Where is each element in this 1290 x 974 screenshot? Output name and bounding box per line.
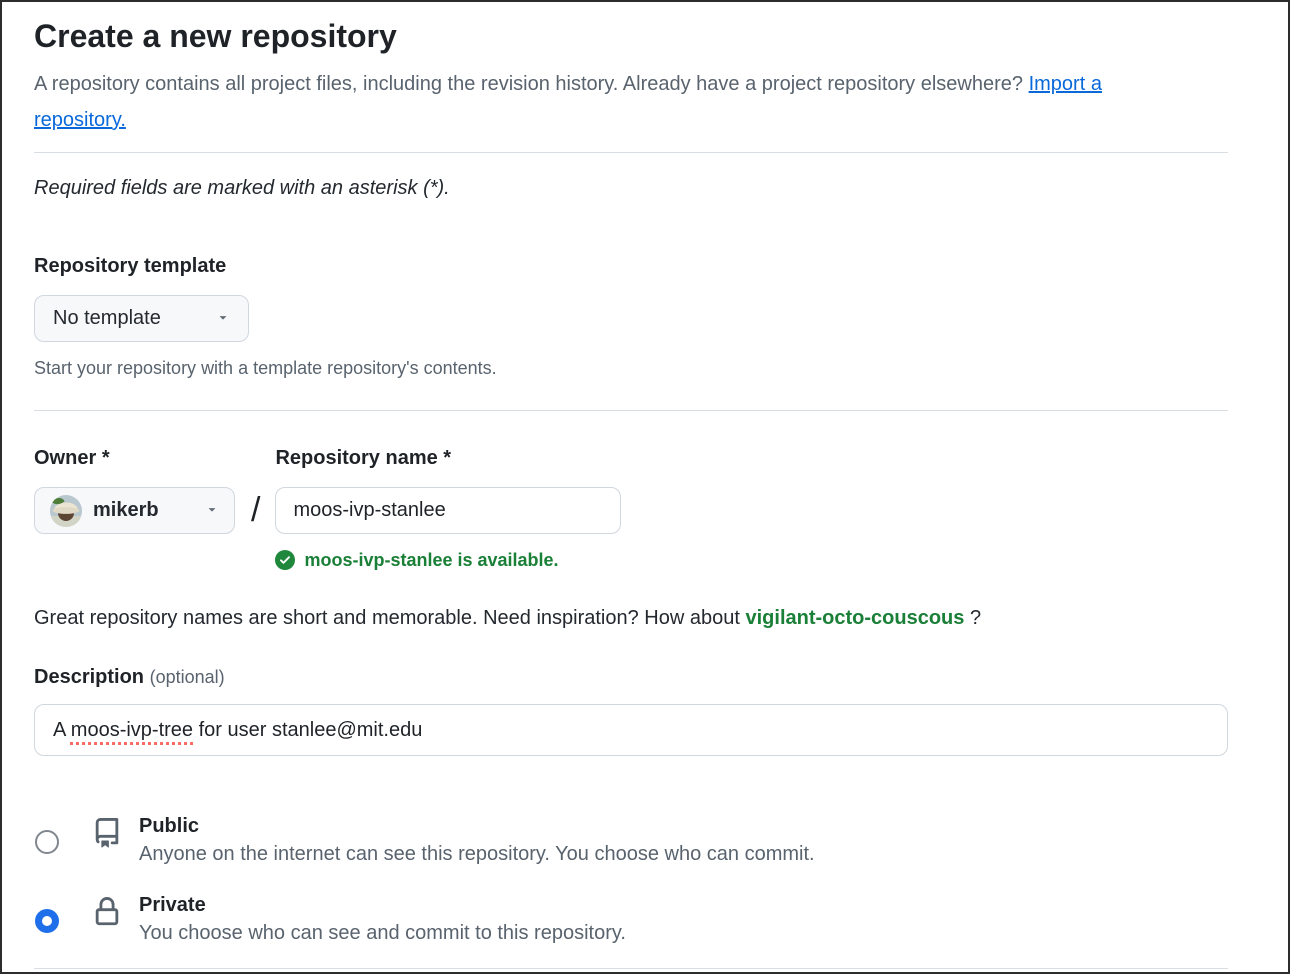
required-asterisk: * xyxy=(101,447,110,469)
divider xyxy=(34,410,1228,411)
public-option-label: Public xyxy=(139,815,200,837)
template-select-button[interactable]: No template xyxy=(34,295,249,342)
owner-select-value: mikerb xyxy=(93,499,159,521)
repository-name-label: Repository name * xyxy=(275,447,452,469)
description-label: Description (optional) xyxy=(34,666,225,688)
private-option-description: You choose who can see and commit to thi… xyxy=(139,922,626,944)
public-radio[interactable] xyxy=(35,830,59,854)
visibility-option-private[interactable]: Private You choose who can see and commi… xyxy=(34,892,1228,948)
misspelled-word: moos-ivp-tree xyxy=(70,718,194,741)
suggested-repo-name[interactable]: vigilant-octo-couscous xyxy=(745,607,965,629)
intro-text: A repository contains all project files,… xyxy=(34,66,1189,138)
intro-sentence: A repository contains all project files,… xyxy=(34,73,1024,95)
description-input[interactable]: A moos-ivp-tree for user stanlee@mit.edu xyxy=(34,704,1228,756)
repo-book-icon xyxy=(92,818,122,853)
repository-name-input[interactable] xyxy=(275,487,622,534)
owner-select-button[interactable]: mikerb xyxy=(34,487,235,534)
visibility-option-public[interactable]: Public Anyone on the internet can see th… xyxy=(34,813,1228,869)
template-helper-text: Start your repository with a template re… xyxy=(34,358,497,378)
owner-repo-section: Owner * mikerb xyxy=(34,446,1228,571)
lock-icon xyxy=(92,897,122,932)
repo-name-column: Repository name * moos-ivp-stanlee is av… xyxy=(275,446,622,571)
chevron-down-icon xyxy=(205,499,219,522)
required-fields-note: Required fields are marked with an aster… xyxy=(34,177,450,199)
name-suggestion: Great repository names are short and mem… xyxy=(34,607,982,629)
description-section: Description (optional) A moos-ivp-tree f… xyxy=(34,665,1228,756)
availability-status: moos-ivp-stanlee is available. xyxy=(275,549,621,571)
optional-note: (optional) xyxy=(149,667,225,687)
private-radio[interactable] xyxy=(35,909,59,933)
page-title: Create a new repository xyxy=(34,18,397,54)
required-asterisk: * xyxy=(443,447,452,469)
divider xyxy=(34,152,1228,153)
availability-message: moos-ivp-stanlee is available. xyxy=(304,550,559,570)
check-circle-icon xyxy=(275,550,296,570)
create-repository-page: Create a new repository A repository con… xyxy=(2,16,1288,969)
repository-template-label: Repository template xyxy=(34,255,227,277)
owner-repo-separator: / xyxy=(251,491,261,529)
repository-template-section: Repository template No template Start yo… xyxy=(34,254,1228,379)
owner-column: Owner * mikerb xyxy=(34,446,235,534)
public-option-description: Anyone on the internet can see this repo… xyxy=(139,843,815,865)
owner-label: Owner * xyxy=(34,447,110,469)
import-repository-link[interactable]: Import a repository. xyxy=(34,73,1102,131)
visibility-section: Public Anyone on the internet can see th… xyxy=(34,813,1228,948)
divider xyxy=(34,968,1228,969)
owner-avatar xyxy=(50,494,82,527)
template-select-value: No template xyxy=(53,307,161,329)
private-option-label: Private xyxy=(139,894,206,916)
chevron-down-icon xyxy=(216,307,230,330)
